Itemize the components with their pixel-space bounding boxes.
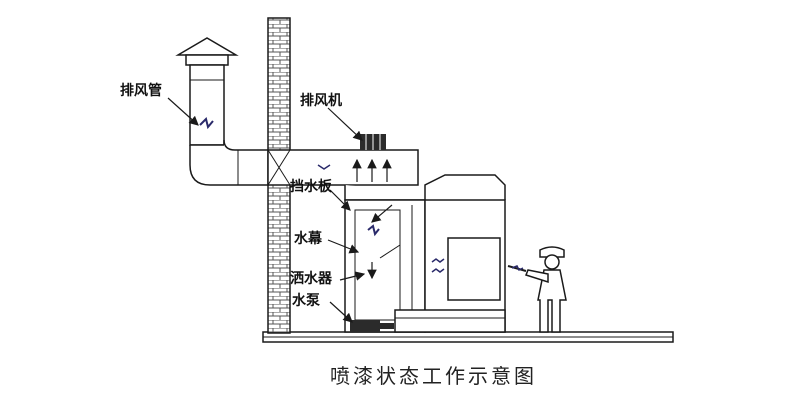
water-pump bbox=[350, 320, 394, 332]
exhaust-stack bbox=[175, 37, 239, 146]
water-curtain-panel bbox=[354, 209, 401, 321]
leader-exhaust-pipe bbox=[167, 97, 199, 126]
baffle-arrow bbox=[371, 204, 393, 223]
spray-worker bbox=[507, 246, 567, 333]
label-water-baffle: 挡水板 bbox=[290, 179, 332, 195]
label-water-distributor: 洒水器 bbox=[290, 271, 332, 287]
water-tank bbox=[394, 309, 506, 333]
horizontal-duct bbox=[267, 149, 419, 186]
workpiece bbox=[447, 237, 501, 301]
airflow-mark bbox=[367, 224, 380, 237]
leader-water-baffle bbox=[329, 189, 351, 211]
diagram-caption: 喷漆状态工作示意图 bbox=[330, 364, 537, 388]
airflow-mark bbox=[511, 265, 524, 272]
airflow-mark bbox=[317, 164, 331, 170]
label-water-pump: 水泵 bbox=[292, 293, 320, 309]
leader-water-pump bbox=[329, 301, 353, 323]
label-exhaust-pipe: 排风管 bbox=[120, 83, 162, 99]
airflow-mark bbox=[431, 258, 445, 263]
airflow-mark bbox=[199, 117, 214, 130]
exhaust-pipe-elbow bbox=[189, 139, 269, 186]
airflow-mark bbox=[431, 268, 445, 273]
exhaust-fan bbox=[360, 134, 386, 150]
label-exhaust-fan: 排风机 bbox=[300, 93, 342, 109]
leader-exhaust-fan bbox=[327, 107, 363, 141]
label-water-curtain: 水幕 bbox=[294, 231, 322, 247]
leader-water-distributor bbox=[339, 271, 366, 281]
leader-water-curtain bbox=[327, 239, 360, 254]
